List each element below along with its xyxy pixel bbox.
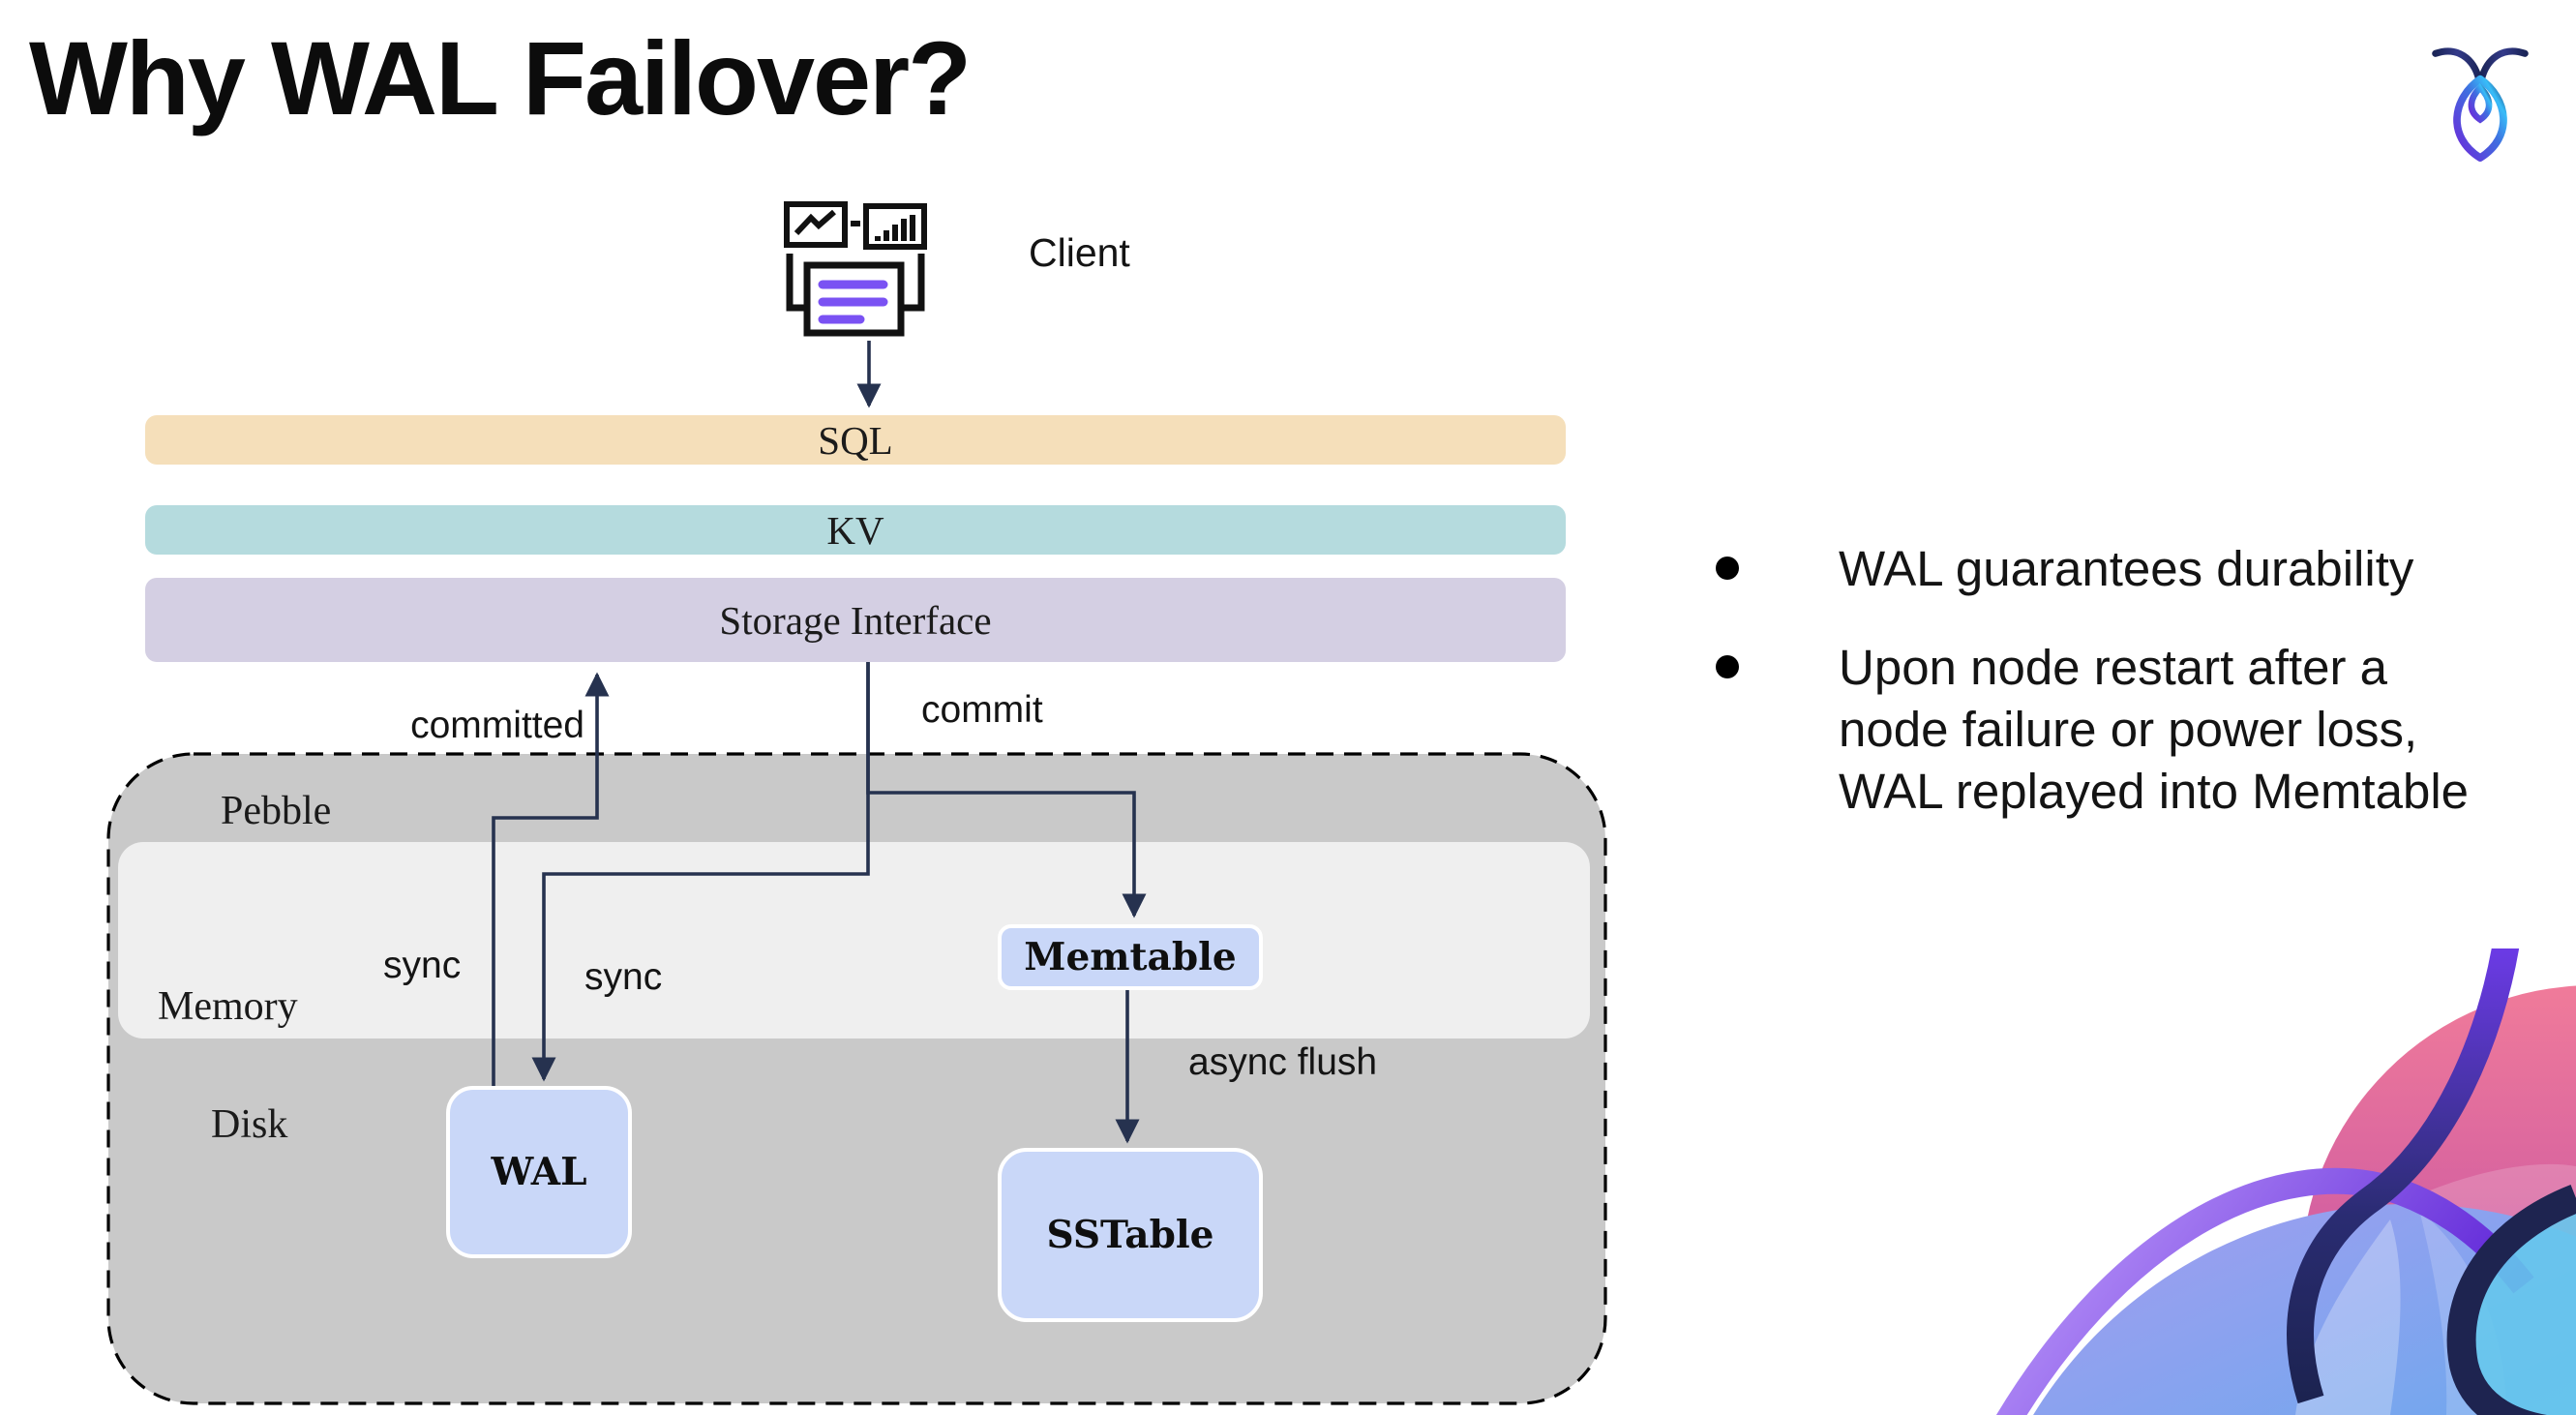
client-devices-icon: [784, 201, 927, 337]
wal-label: WAL: [491, 1150, 587, 1194]
logo-inner-leaf: [2468, 82, 2493, 124]
logo-antenna-left: [2432, 47, 2483, 84]
art-navy-arc: [2287, 948, 2520, 1404]
logo-antenna-right: [2477, 47, 2529, 84]
bullet-text: WAL guarantees durability: [1839, 541, 2414, 596]
memtable-label: Memtable: [1024, 935, 1237, 979]
dash-connector: [851, 221, 860, 226]
layer-label-sql: SQL: [818, 417, 893, 463]
bullet-text: Upon node restart after a node failure o…: [1839, 640, 2470, 819]
cockroachdb-logo-icon: [2432, 47, 2529, 162]
art-leaf-outline: [2446, 1185, 2576, 1415]
list-item: WAL guarantees durability: [1716, 538, 2548, 600]
line-chart-icon: [784, 201, 848, 248]
sstable-label: SSTable: [1046, 1213, 1214, 1257]
memtable-node: Memtable: [998, 924, 1263, 990]
list-item: Upon node restart after a node failure o…: [1716, 637, 2548, 823]
art-purple-rim: [1996, 1167, 2534, 1415]
edge-label-commit: commit: [921, 689, 1043, 731]
bullet-dot-icon: [1716, 655, 1739, 678]
page-title: Why WAL Failover?: [29, 19, 972, 136]
layer-bar-storage-interface: Storage Interface: [145, 578, 1566, 662]
bullet-list: WAL guarantees durability Upon node rest…: [1716, 538, 2548, 859]
edge-label-async-flush: async flush: [1188, 1041, 1378, 1083]
edge-label-sync-right: sync: [584, 956, 663, 998]
logo-body: [2453, 75, 2507, 162]
art-cyan-leaf: [2466, 1202, 2576, 1415]
layer-label-storage-interface: Storage Interface: [719, 597, 992, 643]
memory-label: Memory: [158, 984, 298, 1029]
client-label: Client: [1029, 230, 1130, 275]
wal-node: WAL: [446, 1086, 632, 1258]
bullet-dot-icon: [1716, 557, 1739, 580]
cockroach-abstract-sphere-art-icon: [1996, 948, 2576, 1415]
pebble-label: Pebble: [221, 789, 332, 833]
disk-label: Disk: [211, 1102, 288, 1147]
memory-region: [118, 842, 1590, 1039]
layer-bar-sql: SQL: [145, 415, 1566, 465]
layer-bar-kv: KV: [145, 505, 1566, 555]
edge-label-committed: committed: [410, 705, 584, 746]
sstable-node: SSTable: [998, 1148, 1263, 1322]
layer-label-kv: KV: [826, 507, 884, 553]
edge-label-sync-left: sync: [383, 945, 462, 986]
